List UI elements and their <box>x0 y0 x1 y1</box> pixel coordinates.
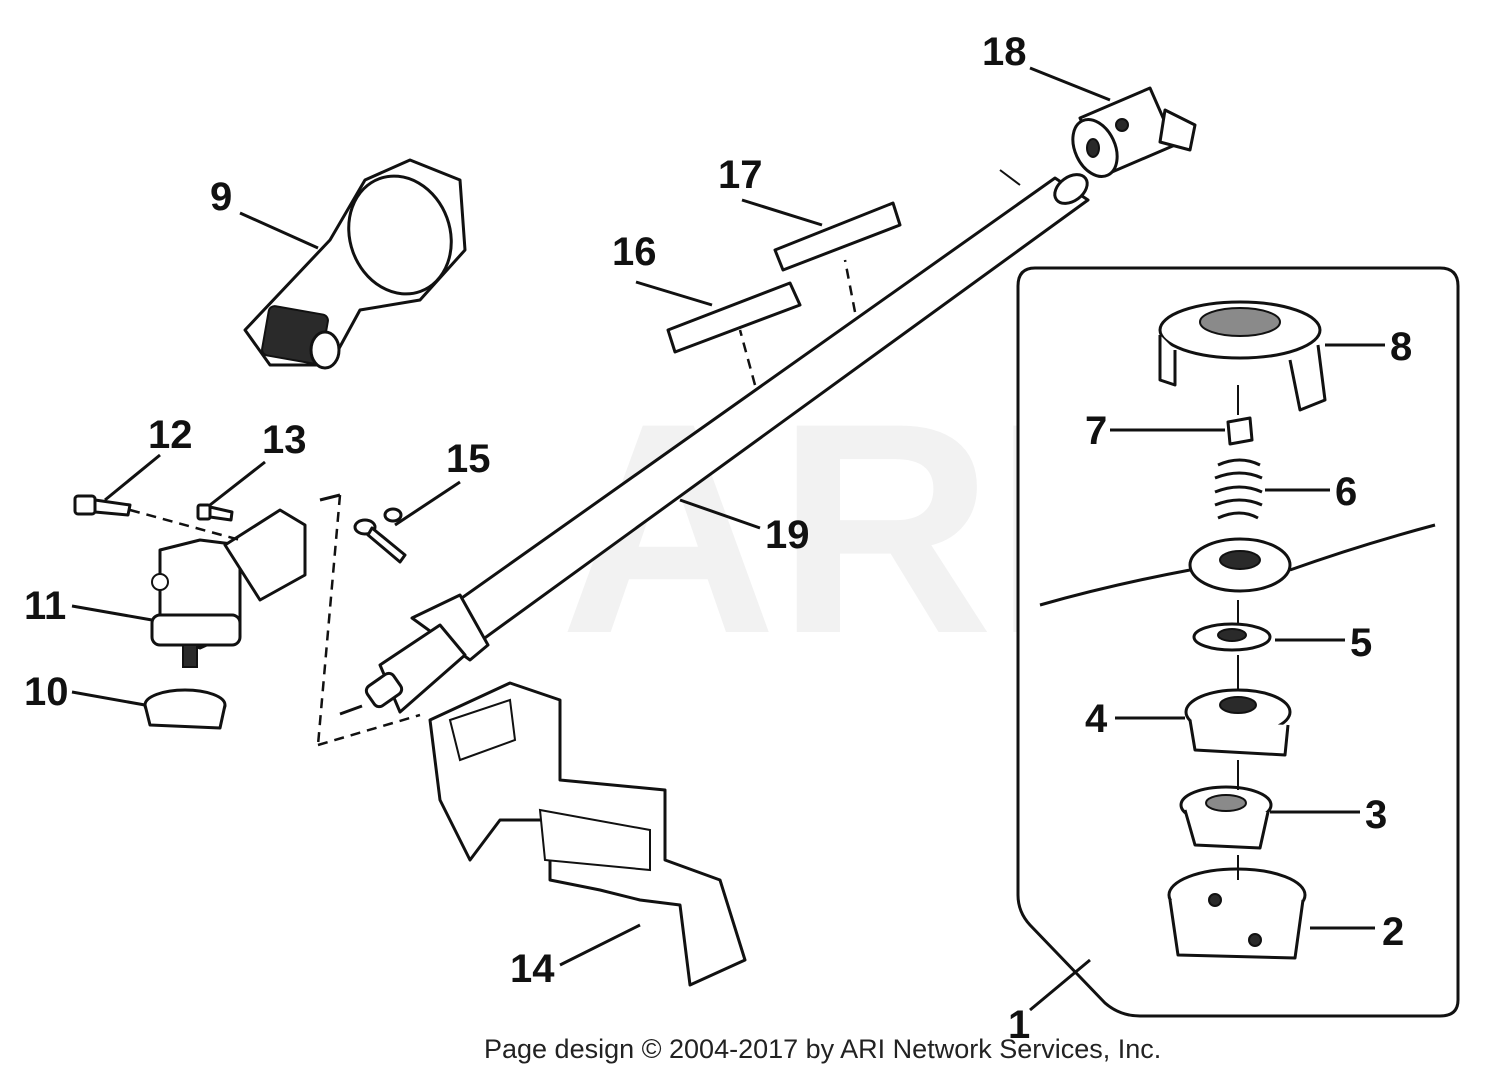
callout-3: 3 <box>1365 793 1387 837</box>
label-part-17 <box>773 201 902 272</box>
callout-6: 6 <box>1335 470 1357 514</box>
callout-8: 8 <box>1390 325 1412 369</box>
callout-13: 13 <box>262 418 307 462</box>
clamp-part-10 <box>143 688 227 730</box>
gearbox-part-11 <box>150 508 307 668</box>
screw-part-13 <box>196 503 234 522</box>
washer-part-5 <box>1192 622 1272 652</box>
callout-16: 16 <box>612 230 657 274</box>
spool-line <box>1039 523 1436 607</box>
callout-15: 15 <box>446 437 491 481</box>
watermark: ARI <box>560 360 1077 696</box>
nut-part-7 <box>1226 416 1254 446</box>
cover-part-8 <box>1158 300 1327 412</box>
callout-14: 14 <box>510 947 555 991</box>
callout-10: 10 <box>24 670 69 714</box>
shaft-part-19 <box>339 169 1090 716</box>
handle-part-9 <box>243 158 467 370</box>
callout-5: 5 <box>1350 621 1372 665</box>
callout-9: 9 <box>210 175 232 219</box>
gearbox-dash <box>129 508 241 542</box>
spool-part-4 <box>1184 688 1292 757</box>
wing-nut-part-15 <box>353 507 407 564</box>
callout-4: 4 <box>1085 697 1108 741</box>
callout-2: 2 <box>1382 910 1404 954</box>
callout-18: 18 <box>982 30 1027 74</box>
label-part-16 <box>666 281 802 354</box>
callout-19: 19 <box>765 513 810 557</box>
housing-part-2 <box>1167 867 1307 960</box>
copyright-footer: Page design © 2004-2017 by ARI Network S… <box>484 1034 1161 1064</box>
callout-1: 1 <box>1008 1003 1030 1047</box>
callout-11: 11 <box>24 584 66 628</box>
callout-12: 12 <box>148 413 193 457</box>
spring-part-6 <box>1214 458 1263 520</box>
eyelet-part-3 <box>1179 785 1273 850</box>
coupler-part-18 <box>1071 86 1197 178</box>
callout-7: 7 <box>1085 409 1107 453</box>
callout-17: 17 <box>718 153 763 197</box>
guard-part-14 <box>428 681 747 987</box>
bolt-part-12 <box>73 494 132 517</box>
